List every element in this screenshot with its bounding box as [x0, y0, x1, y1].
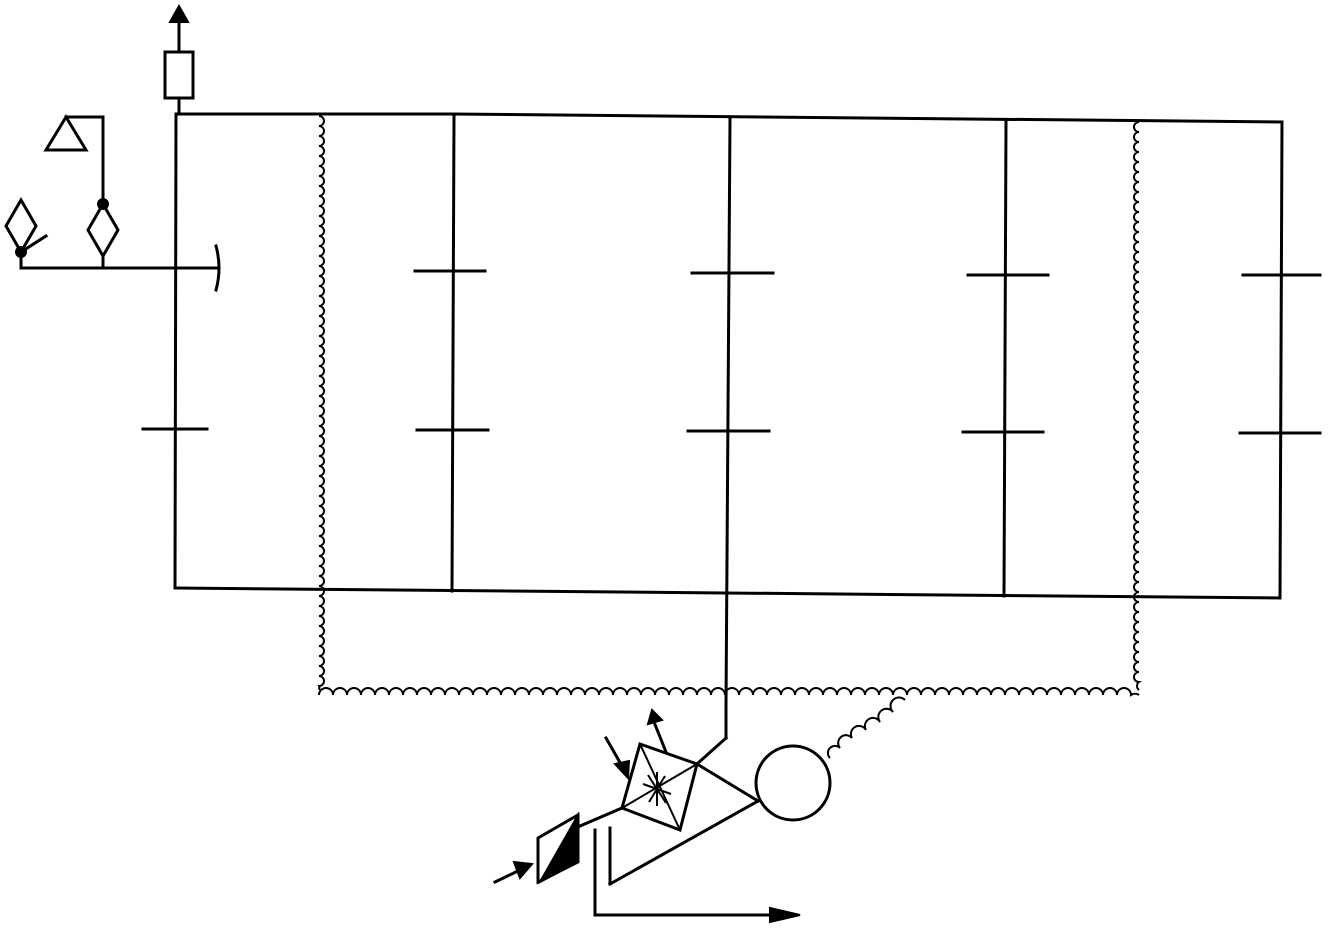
outlet-arrow-bottom-icon — [769, 906, 801, 924]
inlet-valve — [492, 811, 580, 885]
outlet-arrow-icon — [168, 3, 190, 23]
wavy-motor-lead — [826, 696, 906, 759]
pump-in-arrow-icon — [613, 759, 631, 781]
return-pipe — [607, 798, 761, 887]
pump-unit — [578, 703, 761, 887]
feed-to-pump — [694, 735, 729, 767]
wavy-bottom-edge — [318, 687, 1140, 697]
column-3 — [724, 117, 732, 707]
pump-out-arrow-icon — [646, 708, 664, 726]
feed-line-break — [214, 244, 221, 292]
valve-right-dot — [97, 198, 109, 210]
cell-columns — [141, 114, 1322, 707]
top-outlet — [163, 3, 195, 116]
left-instruments — [4, 114, 221, 292]
diamond-valve-right — [86, 200, 120, 260]
top-rail-b — [450, 112, 1284, 124]
wavy-right-edge — [1133, 121, 1142, 691]
triangle-connector — [64, 115, 105, 205]
filter-box — [163, 50, 195, 100]
inlet-pipe — [578, 806, 624, 828]
wavy-left-edge — [317, 115, 325, 691]
left-rail — [173, 112, 178, 590]
inlet-arrow-icon — [512, 860, 534, 880]
right-rail — [1278, 120, 1284, 600]
triangle-symbol — [43, 114, 89, 152]
column-4 — [1002, 119, 1008, 598]
wavy-enclosure — [317, 115, 1142, 759]
inlet-valve-fill — [537, 811, 579, 885]
motor-circle — [754, 744, 832, 822]
bottom-outlet — [593, 828, 801, 924]
valve-left-lever — [18, 233, 49, 255]
star-icon — [642, 772, 672, 806]
column-2 — [450, 114, 456, 593]
